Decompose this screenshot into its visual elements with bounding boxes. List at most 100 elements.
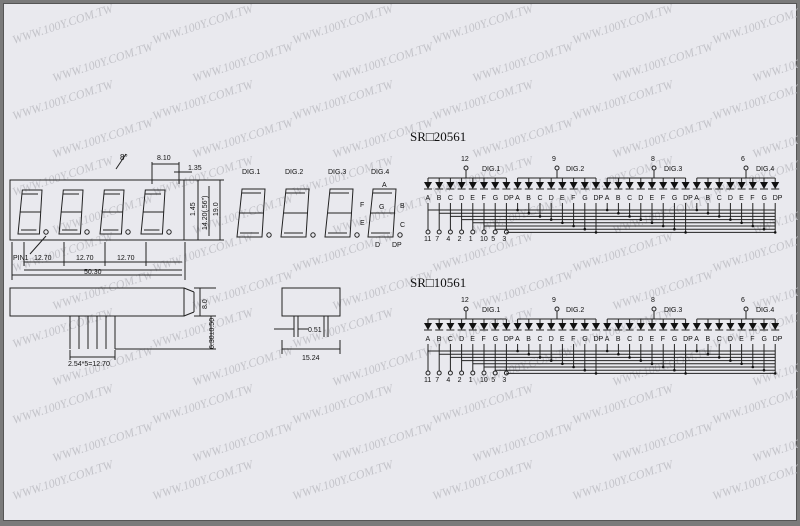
s2-dig-1: DIG.1 (482, 307, 500, 314)
front-digit-3 (99, 189, 131, 235)
segment-pin-terminal (492, 229, 498, 235)
watermark-text: WWW.100Y.COM.TW (151, 77, 256, 123)
led-diode (580, 182, 589, 189)
pinout-digit-3 (324, 188, 360, 238)
bottom-pin-number: 5 (491, 377, 495, 384)
segment-label: D (549, 336, 554, 343)
watermark-text: WWW.100Y.COM.TW (571, 457, 676, 503)
s2-dig-2: DIG.2 (566, 307, 584, 314)
s1-common-pin-4: 6 (741, 156, 745, 163)
segment-label: G (672, 336, 677, 343)
watermark-text: WWW.100Y.COM.TW (611, 267, 716, 313)
pitch-dim-3: 12.70 (117, 255, 135, 262)
junction-dot (516, 349, 519, 353)
led-diode (614, 323, 623, 330)
schematic-sr10561: SR□10561 12 9 8 6 DIG.1 DIG.2 DIG.3 DIG.… (410, 275, 783, 384)
junction-dot (538, 215, 542, 218)
watermark-text: WWW.100Y.COM.TW (571, 153, 676, 199)
junction-dot (628, 215, 631, 218)
led-diode (771, 323, 780, 330)
led-diode (547, 182, 556, 189)
seg-label-dp: DP (392, 242, 402, 249)
watermark-text: WWW.100Y.COM.TW (331, 39, 436, 85)
segment-label: D (638, 195, 643, 202)
watermark-text: WWW.100Y.COM.TW (151, 457, 256, 503)
body-depth-dim: 8.0 (202, 299, 209, 309)
led-diode (670, 182, 679, 189)
schematic-2-wiring (424, 306, 780, 376)
bottom-pin-number: 10 (480, 236, 488, 243)
led-diode (480, 182, 488, 189)
watermark-text: WWW.100Y.COM.TW (471, 39, 576, 85)
segment-label: A (515, 336, 520, 343)
segment-pin-terminal (436, 229, 442, 235)
junction-dot (773, 231, 777, 234)
pinout-digits (236, 188, 403, 238)
front-view-text: 8° 8.10 1.35 1.45 14.20(.56") 19.0 PIN1 … (13, 153, 220, 276)
segment-label: C (717, 195, 722, 202)
segment-pin-terminal (503, 370, 509, 376)
segment-label: E (470, 336, 475, 343)
seg-label-c: C (400, 222, 405, 229)
led-diode (692, 182, 701, 189)
segment-label: DP (504, 336, 514, 343)
segment-label: G (582, 336, 587, 343)
segment-pin-terminal (425, 370, 431, 376)
led-diode (424, 323, 432, 330)
junction-dot (717, 356, 721, 359)
pin-diameter-dim: 0.51 (308, 327, 322, 334)
digit-outline (280, 188, 310, 238)
segment-label: B (706, 336, 711, 343)
junction-dot (605, 349, 609, 353)
segment-label: D (638, 336, 643, 343)
digit-height-dim: 14.20(.56") (202, 196, 209, 230)
s2-dig-4: DIG.4 (756, 307, 774, 314)
segment-pin-terminal (492, 370, 498, 376)
pinout-digit-2 (280, 188, 316, 238)
bottom-pin-number: 11 (424, 236, 431, 243)
junction-dot (751, 365, 755, 369)
led-diode (748, 182, 757, 189)
led-diode (726, 323, 735, 330)
led-diode (648, 182, 656, 189)
led-diode (592, 182, 600, 189)
segment-pin-terminal (481, 229, 487, 235)
junction-dot (572, 365, 575, 369)
led-diode (614, 182, 623, 189)
seg-label-g: G (379, 204, 384, 211)
led-diode (457, 182, 466, 189)
row-spacing-dim: 15.24 (302, 355, 320, 362)
watermark-text: WWW.100Y.COM.TW (11, 381, 116, 427)
side-view-text: 8.0 6.30±0.50 2.54*5=12.70 0.51 15.24 (68, 299, 322, 368)
bottom-pin-number: 3 (502, 377, 506, 384)
led-diode (681, 323, 690, 330)
led-diode (625, 323, 634, 330)
led-diode (636, 182, 645, 189)
pinout-digit-4 (367, 188, 403, 238)
front-digits (17, 189, 172, 235)
bottom-pin-number: 7 (435, 377, 439, 384)
front-view (9, 153, 224, 280)
watermark-text: WWW.100Y.COM.TW (291, 305, 396, 351)
segment-pin-terminal (436, 370, 442, 376)
watermark-text: WWW.100Y.COM.TW (331, 419, 436, 465)
junction-dot (605, 208, 609, 212)
schematic-sr20561: SR□20561 12 9 8 6 DIG.1 DIG.2 DIG.3 DIG.… (410, 129, 783, 243)
overall-width-dim: 50.30 (84, 269, 102, 276)
segment-label: E (560, 195, 565, 202)
dp-offset-dim: 1.35 (188, 165, 202, 172)
watermark-text: WWW.100Y.COM.TW (571, 305, 676, 351)
junction-dot (706, 352, 710, 356)
pitch-dim-1: 12.70 (34, 255, 52, 262)
body-height-dim: 19.0 (213, 202, 220, 216)
segment-label: E (739, 336, 744, 343)
segment-label: F (482, 336, 486, 343)
digit-outline (324, 188, 354, 238)
led-diode (536, 323, 544, 330)
watermark-text: WWW.100Y.COM.TW (571, 381, 676, 427)
watermark-text: WWW.100Y.COM.TW (431, 153, 536, 199)
digit-outline (140, 189, 166, 235)
seg-label-b: B (400, 203, 405, 210)
